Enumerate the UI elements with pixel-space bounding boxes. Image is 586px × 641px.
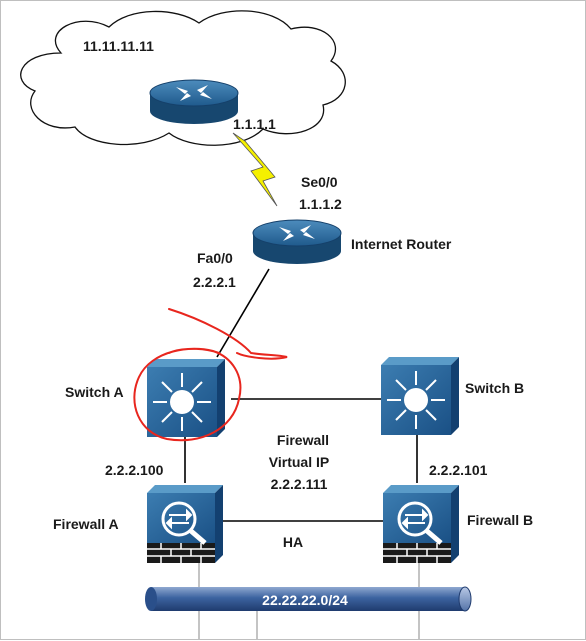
switch-b-label: Switch B: [465, 380, 524, 396]
network-label: 22.22.22.0/24: [262, 592, 348, 608]
network-segment-bar: [145, 586, 472, 612]
router-icon: [149, 79, 239, 124]
firewall-icon: [147, 485, 223, 563]
switch-a-label: Switch A: [65, 384, 124, 400]
firewall-a-ip-label: 2.2.2.100: [105, 462, 164, 478]
firewall-a-label: Firewall A: [53, 516, 119, 532]
serial-interface-label: Se0/0: [301, 174, 338, 190]
serial-ip-label: 1.1.1.2: [299, 196, 342, 212]
virtual-ip-address: 2.2.2.111: [271, 476, 328, 492]
internet-router-label: Internet Router: [351, 236, 452, 252]
serial-link-lightning: [232, 132, 278, 207]
fast-interface-label: Fa0/0: [197, 250, 233, 266]
cloud-shape: [20, 10, 346, 146]
virtual-ip-line1: Firewall: [277, 432, 329, 448]
firewall-b-ip-label: 2.2.2.101: [429, 462, 488, 478]
router-icon: [252, 219, 342, 264]
firewall-icon: [383, 485, 459, 563]
multilayer-switch-icon: [381, 357, 459, 435]
ha-link-label: HA: [283, 534, 303, 550]
highlight-annotation: [133, 308, 288, 442]
link-internet-router-switch-a: [216, 268, 270, 358]
virtual-ip-line2: Virtual IP: [269, 454, 329, 470]
top-router-ip-label: 1.1.1.1: [233, 116, 276, 132]
multilayer-switch-icon: [147, 359, 225, 437]
cloud-label: 11.11.11.11: [83, 38, 154, 54]
firewall-b-label: Firewall B: [467, 512, 533, 528]
fast-ip-label: 2.2.2.1: [193, 274, 236, 290]
